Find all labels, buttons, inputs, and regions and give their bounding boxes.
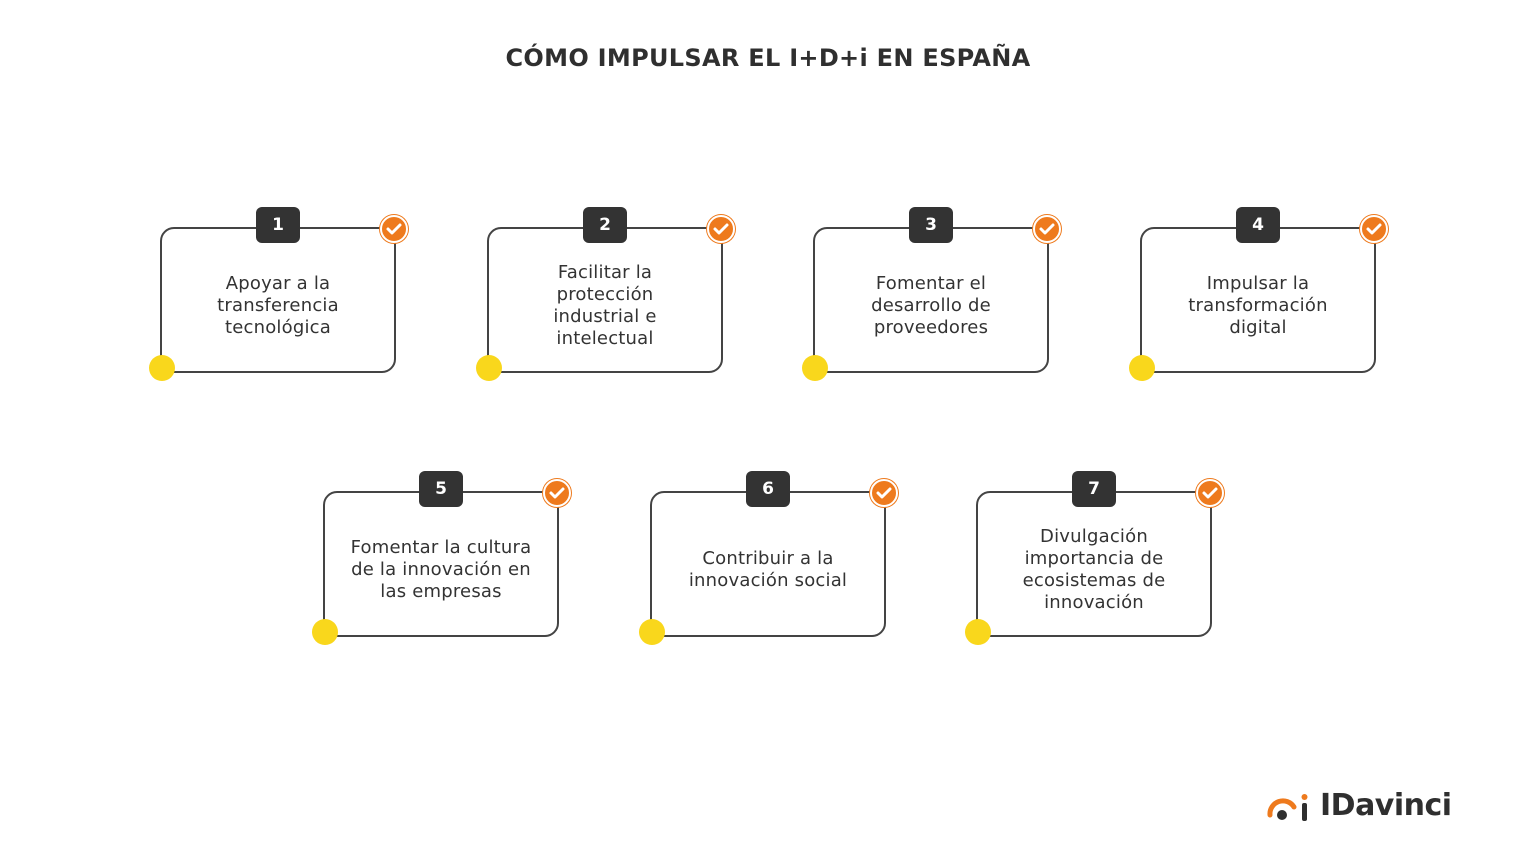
step-number-badge: 2 [583, 207, 627, 243]
check-icon [380, 215, 408, 243]
page-title: CÓMO IMPULSAR EL I+D+i EN ESPAÑA [505, 44, 1031, 72]
idavinci-logo-icon [1267, 794, 1308, 821]
step-text: Impulsar la transformación digital [1188, 273, 1328, 338]
check-icon [1196, 479, 1224, 507]
step-number-badge: 4 [1236, 207, 1280, 243]
step-number-badge: 1 [256, 207, 300, 243]
step-text: Contribuir a la innovación social [688, 548, 848, 591]
step-card-2: 2 Facilitar la protección industrial e i… [476, 207, 735, 381]
step-card-4: 4 Impulsar la transformación digital [1129, 207, 1388, 381]
yellow-dot-icon [965, 619, 991, 645]
yellow-dot-icon [1129, 355, 1155, 381]
step-text: Apoyar a la transferencia tecnológica [217, 273, 339, 338]
yellow-dot-icon [802, 355, 828, 381]
step-card-5: 5 Fomentar la cultura de la innovación e… [312, 471, 571, 645]
step-text: Divulgación importancia de ecosistemas d… [1022, 526, 1166, 613]
step-text: Fomentar el desarrollo de proveedores [871, 273, 991, 338]
check-icon [870, 479, 898, 507]
step-card-6: 6 Contribuir a la innovación social [639, 471, 898, 645]
step-number-badge: 3 [909, 207, 953, 243]
step-text: Facilitar la protección industrial e int… [553, 262, 657, 349]
brand-logo: IDavinci [1266, 785, 1456, 825]
yellow-dot-icon [312, 619, 338, 645]
check-icon [1033, 215, 1061, 243]
yellow-dot-icon [639, 619, 665, 645]
logo-text: IDavinci [1320, 787, 1452, 823]
step-text: Fomentar la cultura de la innovación en … [350, 537, 532, 602]
step-number-badge: 7 [1072, 471, 1116, 507]
step-card-3: 3 Fomentar el desarrollo de proveedores [802, 207, 1061, 381]
step-number-badge: 5 [419, 471, 463, 507]
yellow-dot-icon [476, 355, 502, 381]
check-icon [543, 479, 571, 507]
step-card-1: 1 Apoyar a la transferencia tecnológica [149, 207, 408, 381]
step-card-7: 7 Divulgación importancia de ecosistemas… [965, 471, 1224, 645]
check-icon [707, 215, 735, 243]
step-number-badge: 6 [746, 471, 790, 507]
check-icon [1360, 215, 1388, 243]
yellow-dot-icon [149, 355, 175, 381]
